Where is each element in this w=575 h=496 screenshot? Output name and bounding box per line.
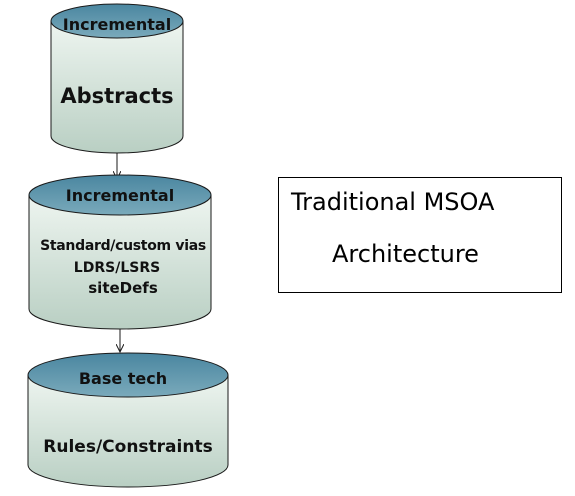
cylinder-body bbox=[27, 374, 229, 488]
title-box: Traditional MSOA Architecture bbox=[278, 177, 562, 293]
node-abstracts-top-label: Incremental bbox=[63, 15, 171, 34]
cylinder-top bbox=[27, 352, 229, 398]
cylinder-top bbox=[28, 174, 212, 216]
node-rules-cylinder: Base tech Rules/Constraints bbox=[27, 352, 229, 488]
node-sitedefs-label-line-3: siteDefs bbox=[88, 279, 158, 297]
title-line-2: Architecture bbox=[332, 240, 479, 268]
cylinder-top bbox=[50, 3, 184, 39]
cylinder-body bbox=[28, 194, 212, 330]
node-sitedefs-label-line-2: LDRS/LSRS bbox=[74, 260, 160, 276]
cylinder-body bbox=[50, 20, 184, 154]
node-sitedefs-top-label: Incremental bbox=[66, 186, 174, 205]
node-rules-top-label: Base tech bbox=[79, 369, 167, 388]
node-abstracts-cylinder: Incremental Abstracts bbox=[50, 3, 184, 154]
node-abstracts-label: Abstracts bbox=[60, 84, 173, 108]
node-sitedefs-cylinder: Incremental Standard/custom vias LDRS/LS… bbox=[28, 174, 212, 330]
node-sitedefs-label-line-1: Standard/custom vias bbox=[40, 238, 206, 254]
node-rules-label: Rules/Constraints bbox=[43, 437, 212, 457]
title-line-1: Traditional MSOA bbox=[291, 188, 495, 216]
